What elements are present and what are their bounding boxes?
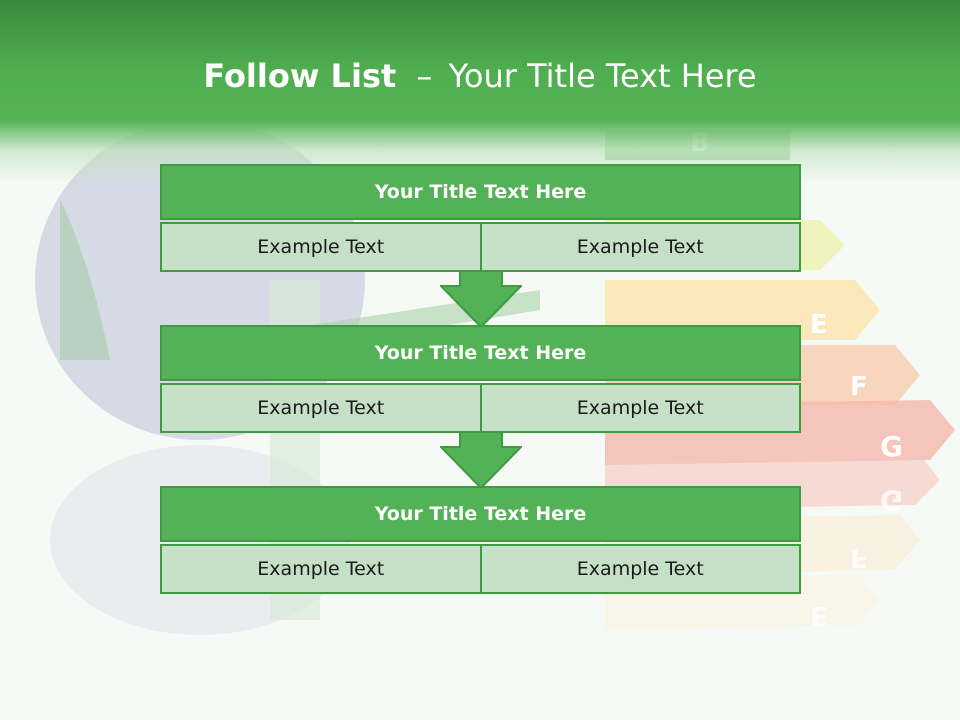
step-title: Your Title Text Here <box>160 325 801 381</box>
rating-letter: G <box>880 484 903 517</box>
slide-title: Follow List – Your Title Text Here <box>0 52 960 100</box>
rating-letter: F <box>850 372 868 402</box>
title-separator: – <box>416 57 433 95</box>
rating-letter: F <box>850 542 868 572</box>
step-title: Your Title Text Here <box>160 164 801 220</box>
title-bold: Follow List <box>203 57 397 95</box>
step-title: Your Title Text Here <box>160 486 801 542</box>
step-cell-left: Example Text <box>160 383 482 433</box>
step-cell-left: Example Text <box>160 544 482 594</box>
step-box-3: Your Title Text Here Example Text Exampl… <box>160 486 801 594</box>
step-cell-right: Example Text <box>481 544 801 594</box>
step-box-2: Your Title Text Here Example Text Exampl… <box>160 325 801 433</box>
down-arrow-icon <box>440 431 522 489</box>
title-rest: Your Title Text Here <box>448 57 757 95</box>
step-cell-right: Example Text <box>481 222 801 272</box>
step-box-1: Your Title Text Here Example Text Exampl… <box>160 164 801 272</box>
step-cell-right: Example Text <box>481 383 801 433</box>
header-band <box>0 0 960 185</box>
step-cell-left: Example Text <box>160 222 482 272</box>
rating-letter: E <box>810 310 828 340</box>
down-arrow-icon <box>440 270 522 328</box>
rating-letter: E <box>810 600 828 630</box>
rating-letter: G <box>880 430 903 463</box>
